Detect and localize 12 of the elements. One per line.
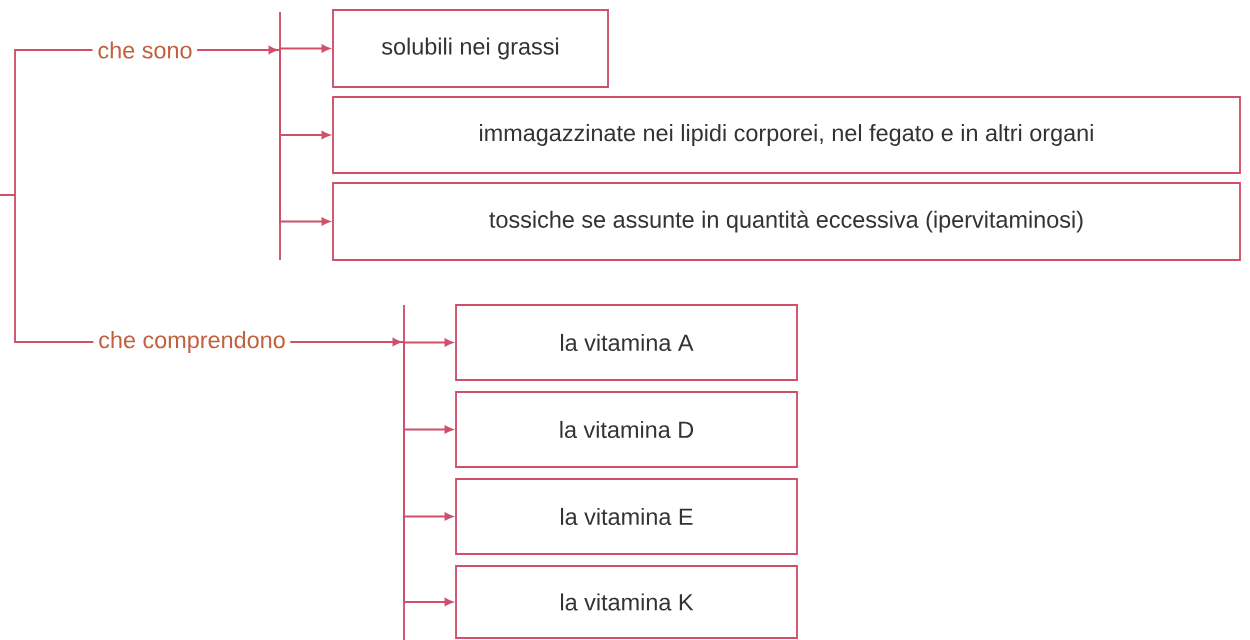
text-box: la vitamina D: [455, 391, 798, 468]
connector-line: [0, 194, 95, 343]
text-box: tossiche se assunte in quantità eccessiva (ipervitaminosi): [332, 182, 1241, 261]
branch-label: che comprendono: [99, 331, 285, 353]
text-box: solubili nei grassi: [332, 9, 609, 88]
text-box: la vitamina K: [455, 565, 798, 639]
text-box: la vitamina E: [455, 478, 798, 555]
branch-label: che sono: [98, 41, 192, 59]
text-box: la vitamina A: [455, 304, 798, 381]
arrow: [289, 341, 453, 606]
text-box: immagazzinate nei lipidi corporei, nel fegato e in altri organi: [332, 96, 1241, 174]
arrow: [196, 49, 330, 226]
